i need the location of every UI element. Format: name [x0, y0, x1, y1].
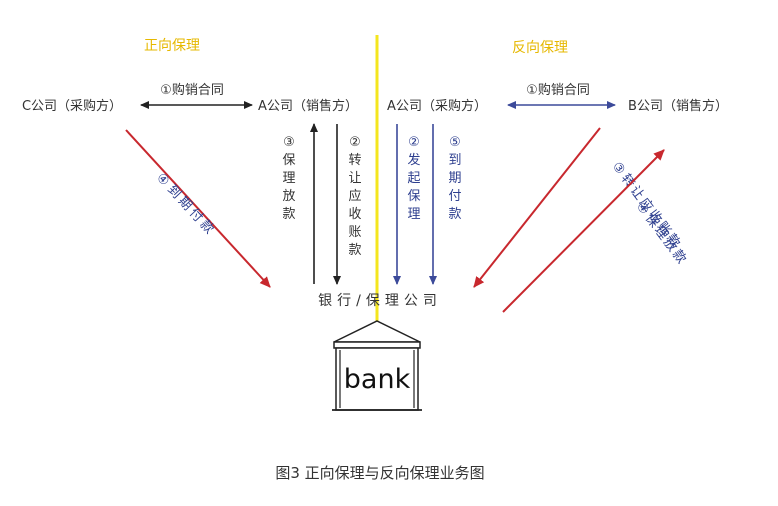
reverse-transfer-arrow [473, 127, 601, 288]
c-company-label: C公司（采购方） [22, 98, 122, 114]
bank-factoring-company-label: 银行/保理公司 [318, 293, 442, 309]
reverse-payment-char: 付 [448, 189, 461, 204]
bank-building-icon [332, 320, 422, 411]
reverse-payment-label: ⑤ 到 期 付 款 [448, 135, 461, 222]
bank-label: bank [344, 364, 411, 395]
reverse-payment-char: 期 [448, 171, 461, 186]
reverse-payment-char: ⑤ [449, 135, 461, 150]
reverse-initiate-char: 起 [407, 171, 420, 186]
forward-transfer-char: 让 [348, 171, 361, 186]
forward-transfer-char: 款 [348, 243, 361, 258]
a-company-seller-label: A公司（销售方） [258, 98, 358, 114]
reverse-initiate-char: 保 [407, 189, 420, 204]
forward-transfer-char: ② [349, 135, 361, 150]
forward-transfer-char: 应 [348, 188, 361, 204]
a-company-buyer-label: A公司（采购方） [387, 98, 487, 114]
forward-financing-char: ③ [283, 135, 295, 150]
forward-transfer-label: ② 转 让 应 收 账 款 [348, 135, 361, 258]
reverse-payment-char: 到 [448, 153, 461, 168]
reverse-initiate-char: ② [408, 135, 420, 150]
reverse-initiate-char: 发 [407, 152, 420, 168]
reverse-initiate-char: 理 [407, 207, 420, 222]
forward-financing-char: 放 [282, 189, 295, 204]
forward-financing-char: 款 [282, 207, 295, 222]
forward-payment-arrow [125, 129, 271, 288]
figure-caption: 图3 正向保理与反向保理业务图 [275, 464, 484, 482]
b-company-label: B公司（销售方） [628, 98, 728, 114]
reverse-contract-label: ①购销合同 [526, 82, 590, 98]
reverse-factoring-header: 反向保理 [512, 40, 568, 56]
forward-payment-label: ④ 到 期 付 款 [153, 170, 216, 237]
forward-transfer-char: 账 [348, 225, 361, 240]
forward-financing-char: 理 [282, 171, 295, 186]
reverse-initiate-label: ② 发 起 保 理 [407, 135, 420, 222]
forward-transfer-char: 收 [348, 207, 361, 222]
forward-financing-label: ③ 保 理 放 款 [282, 135, 295, 222]
forward-transfer-char: 转 [348, 153, 361, 168]
forward-factoring-header: 正向保理 [144, 38, 200, 54]
reverse-financing-label: ④ 保 理 放 款 [633, 199, 689, 266]
forward-financing-char: 保 [282, 153, 295, 168]
reverse-financing-arrow [502, 149, 665, 313]
forward-contract-label: ①购销合同 [160, 82, 224, 98]
reverse-payment-char: 款 [448, 207, 461, 222]
